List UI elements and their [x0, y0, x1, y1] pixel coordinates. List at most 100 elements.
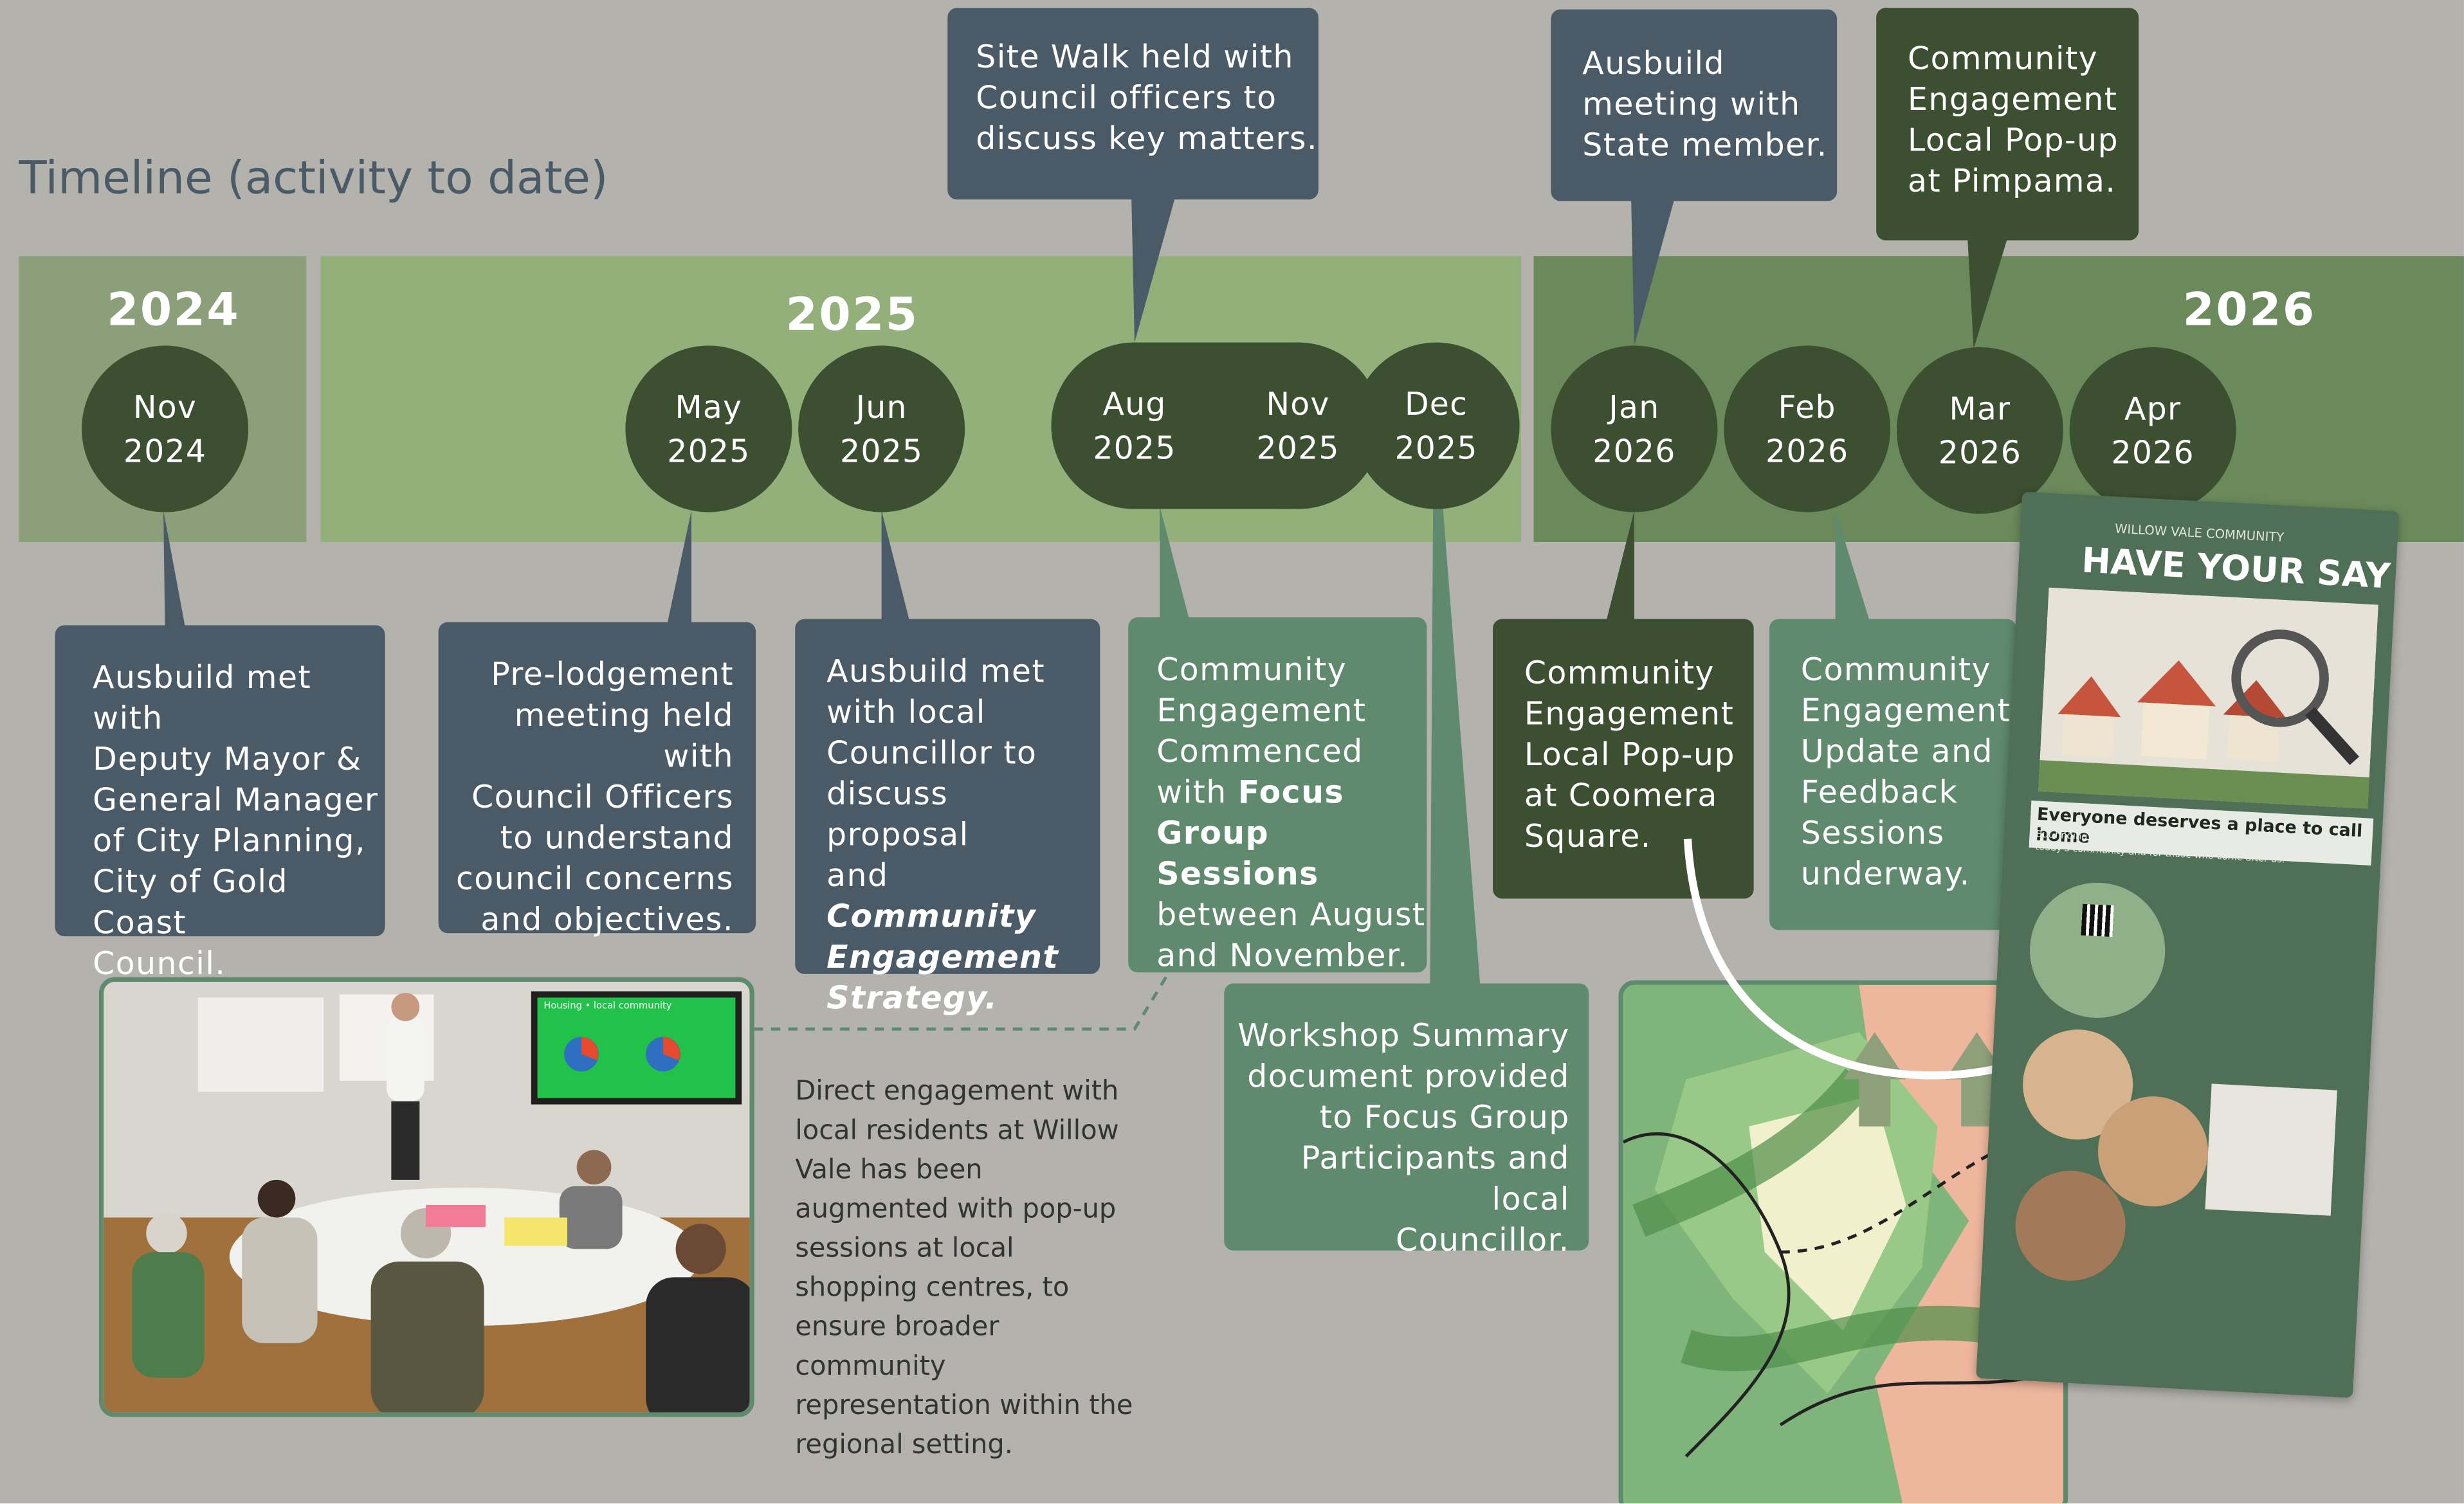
- callout-deputy-mayor: Ausbuild met with Deputy Mayor & General…: [55, 625, 385, 982]
- milestone-year: 2025: [1093, 428, 1176, 467]
- milestone-month: Apr: [2124, 389, 2182, 428]
- callout-focus-groups: Community Engagement Commenced with Focu…: [1128, 617, 1427, 974]
- callout-line: Community: [1524, 653, 1715, 692]
- callout-line: Deputy Mayor &: [93, 739, 362, 778]
- callout-line: Feedback: [1800, 773, 1958, 811]
- callout-line: Engagement: [1156, 691, 1367, 729]
- callout-line: to understand: [500, 818, 734, 856]
- flyer-kicker: WILLOW VALE COMMUNITY: [2114, 521, 2285, 545]
- flyer-qr-circle: [2026, 879, 2169, 1022]
- milestone-year: 2026: [1592, 431, 1676, 470]
- callout-line: Council Officers: [471, 777, 734, 816]
- milestone-year: 2026: [2111, 433, 2195, 471]
- callout-line: City of Gold Coast: [93, 862, 289, 941]
- milestone-mar-2026: Mar 2026: [1896, 347, 2063, 514]
- milestone-month: Nov: [1266, 385, 1330, 423]
- callout-emphasis: Engagement: [826, 938, 1059, 976]
- callout-line: Update and: [1800, 732, 1994, 770]
- year-label-2026: 2026: [2182, 282, 2316, 336]
- milestone-aug-2025: Aug 2025: [1051, 342, 1218, 509]
- milestone-month: Dec: [1404, 385, 1468, 423]
- callout-line: of City Planning,: [93, 821, 367, 860]
- page-title: Timeline (activity to date): [19, 150, 608, 204]
- milestone-month: Jun: [855, 388, 908, 426]
- callout-line: document provided: [1247, 1057, 1570, 1095]
- callout-line: council concerns: [455, 859, 734, 898]
- callout-line: Local Pop-up: [1524, 735, 1735, 774]
- flyer-headline: HAVE YOUR SAY: [2080, 542, 2392, 598]
- callout-workshop: Workshop Summary document provided to Fo…: [1224, 983, 1589, 1258]
- year-label-2025: 2025: [785, 287, 919, 341]
- callout-line: Community: [1908, 39, 2099, 77]
- milestone-year: 2026: [1766, 431, 1849, 470]
- milestone-month: Feb: [1778, 388, 1836, 426]
- callout-line: to Focus Group: [1319, 1098, 1570, 1136]
- milestone-apr-2026: Apr 2026: [2069, 347, 2236, 514]
- callout-line: with Focus: [1156, 772, 1427, 813]
- milestone-month: Aug: [1102, 385, 1167, 423]
- engagement-note: Direct engagement with local residents a…: [795, 1076, 1133, 1462]
- callout-site-walk: Site Walk held with Council officers to …: [947, 8, 1319, 200]
- callout-line: Square.: [1524, 817, 1652, 855]
- milestone-year: 2025: [667, 431, 751, 470]
- workshop-photo-illustration: [104, 982, 750, 1413]
- callout-line: and Community: [826, 855, 1100, 936]
- callout-line: with local: [826, 693, 986, 731]
- milestone-year: 2025: [840, 431, 924, 470]
- callout-coomera: Community Engagement Local Pop-up at Coo…: [1493, 619, 1754, 899]
- milestone-month: Nov: [132, 388, 197, 426]
- callout-line: meeting with: [1582, 84, 1801, 123]
- flyer-houses-image: [2038, 587, 2378, 809]
- qr-code-icon: [2081, 903, 2114, 938]
- callout-line: Pre-lodgement: [491, 655, 734, 693]
- milestone-nov-2024: Nov 2024: [82, 345, 249, 512]
- callout-feedback: Community Engagement Update and Feedback…: [1769, 619, 2016, 930]
- callout-line: discuss key matters.: [976, 119, 1318, 158]
- callout-text: with: [1156, 773, 1238, 811]
- callout-line: Workshop Summary: [1237, 1016, 1570, 1055]
- callout-line: Engagement: [1524, 694, 1735, 732]
- callout-line: at Pimpama.: [1908, 161, 2117, 200]
- callout-line: Ausbuild met with: [93, 658, 312, 737]
- callout-line: Councillor.: [1396, 1220, 1570, 1259]
- workshop-photo: Housing • local community: [98, 977, 754, 1417]
- callout-line: Council officers to: [976, 78, 1277, 116]
- callout-line: Local Pop-up: [1908, 121, 2119, 159]
- callout-line: General Manager: [93, 781, 379, 819]
- callout-line: Community: [1800, 650, 1991, 689]
- milestone-year: 2026: [1938, 433, 2022, 471]
- callout-emphasis: Strategy.: [826, 979, 998, 1017]
- callout-line: Ausbuild: [1582, 44, 1726, 82]
- year-label-2024: 2024: [107, 282, 241, 336]
- have-your-say-flyer: WILLOW VALE COMMUNITY HAVE YOUR SAY Ever…: [1976, 491, 2399, 1398]
- callout-line: Sessions: [1800, 813, 1945, 852]
- callout-line: underway.: [1800, 855, 1971, 892]
- callout-line: Councillor to: [826, 733, 1037, 772]
- callout-line: Engagement: [1908, 80, 2118, 118]
- callout-line: Participants and local: [1300, 1139, 1570, 1218]
- callout-line: Engagement: [1800, 691, 2011, 729]
- callout-line: Site Walk held with: [976, 37, 1294, 76]
- callout-line: Commenced: [1156, 732, 1364, 770]
- milestone-dec-2025: Dec 2025: [1353, 342, 1520, 509]
- milestone-year: 2024: [123, 431, 207, 470]
- photo-screen-title: Housing • local community: [543, 1001, 672, 1012]
- milestone-feb-2026: Feb 2026: [1724, 345, 1891, 512]
- milestone-month: May: [675, 388, 743, 426]
- callout-line: Council.: [93, 944, 226, 983]
- callout-councillor: Ausbuild met with local Councillor to di…: [795, 619, 1100, 1017]
- flyer-map-thumb: [2205, 1083, 2337, 1216]
- callout-emphasis: Focus: [1237, 773, 1344, 811]
- callout-line: between August: [1156, 895, 1426, 934]
- callout-text: and: [826, 856, 889, 894]
- milestone-jan-2026: Jan 2026: [1551, 345, 1718, 512]
- callout-line: Community: [1156, 650, 1347, 689]
- milestone-month: Jan: [1609, 388, 1660, 426]
- callout-line: and November.: [1156, 936, 1409, 974]
- callout-line: meeting held with: [514, 696, 734, 775]
- callout-line: at Coomera: [1524, 775, 1718, 814]
- callout-line: State member.: [1582, 125, 1828, 164]
- milestone-year: 2025: [1394, 428, 1478, 467]
